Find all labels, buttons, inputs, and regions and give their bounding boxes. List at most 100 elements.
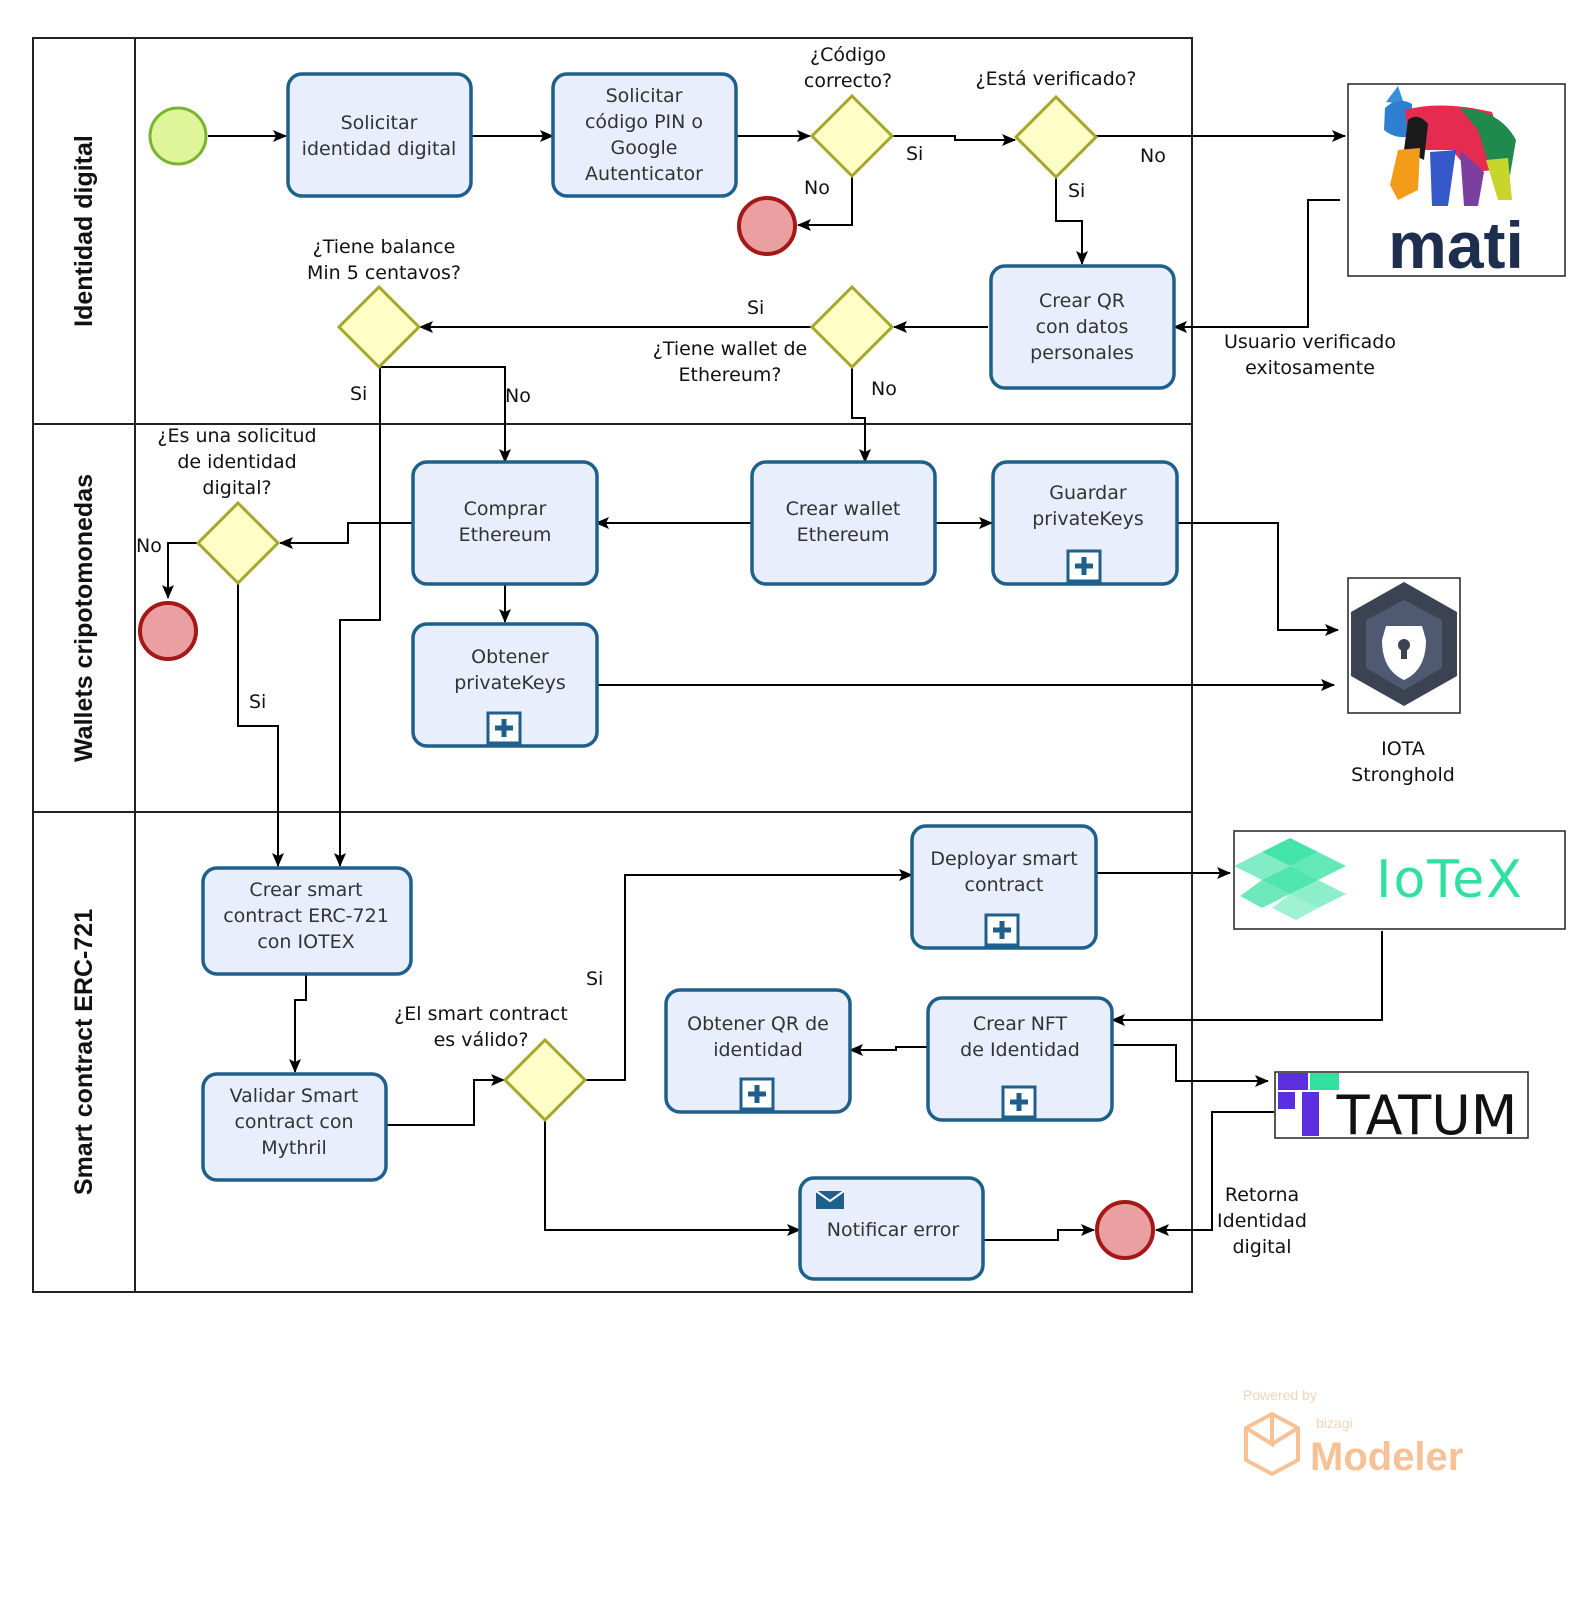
text-line: contract ERC-721: [223, 905, 389, 927]
flow: [1111, 931, 1383, 1026]
flow: [237, 583, 284, 867]
text-line: ¿Tiene balance: [313, 236, 456, 258]
text-line: Obtener: [471, 646, 549, 668]
task-solicitar-identidad[interactable]: [286, 72, 473, 198]
task-guardar-keys[interactable]: [991, 460, 1179, 586]
iotex-wordmark: IoTeX: [1376, 850, 1524, 910]
lane-wallets: Wallets cripotomonedas: [70, 474, 98, 762]
plus-icon: [739, 1077, 775, 1111]
lane-title-wallets: Wallets cripotomonedas: [70, 474, 98, 762]
text-line: Autenticator: [585, 163, 703, 185]
wolf-icon: [1384, 86, 1516, 206]
flow: [544, 1120, 801, 1236]
lane-title-identidad: Identidad digital: [70, 135, 98, 327]
task-crear-wallet[interactable]: [750, 460, 937, 586]
end-event-solicitud[interactable]: [138, 601, 198, 661]
subprocess-markers: [486, 549, 1102, 1119]
flow: [1055, 176, 1088, 265]
tatum-logo: TATUM: [1274, 1071, 1529, 1147]
flow: [162, 542, 198, 599]
task-crear-smart[interactable]: [201, 866, 413, 976]
text-line: digital?: [202, 477, 271, 499]
text-line: Ethereum: [459, 524, 552, 546]
text-line: Mythril: [261, 1137, 327, 1159]
text-line: privateKeys: [454, 672, 566, 694]
flow-label-si: Si: [1068, 180, 1085, 202]
end-event-codigo[interactable]: [737, 196, 797, 256]
flow-label-no: No: [804, 177, 830, 199]
text-line: Obtener QR de: [687, 1013, 829, 1035]
text-line: personales: [1030, 342, 1134, 364]
text-line: es válido?: [434, 1029, 529, 1051]
gateway-codigo-correcto[interactable]: [809, 93, 895, 179]
text-line: contract con: [234, 1111, 353, 1133]
text-line: ¿Está verificado?: [976, 68, 1137, 90]
text-line: Crear QR: [1039, 290, 1125, 312]
text-line: ¿Es una solicitud: [157, 425, 316, 447]
text-line: correcto?: [804, 70, 892, 92]
gateway-tiene-wallet[interactable]: [809, 284, 895, 370]
task-validar-smart[interactable]: [201, 1072, 388, 1182]
tasks: [201, 72, 1179, 1281]
task-notificar-error[interactable]: [798, 1176, 985, 1281]
plus-icon: [1066, 549, 1102, 583]
gateway-tiene-balance[interactable]: [336, 284, 422, 370]
text-line: Solicitar: [606, 85, 683, 107]
bizagi-watermark: Powered by bizagi Modeler: [1243, 1387, 1463, 1479]
flow: [289, 975, 307, 1073]
gateway-esta-verificado[interactable]: [1013, 94, 1099, 180]
text-line: ¿El smart contract: [394, 1003, 568, 1025]
tatum-mark-icon: [1278, 1073, 1339, 1136]
pool: [32, 37, 1193, 1293]
text-line: digital: [1232, 1236, 1291, 1258]
flow-label-no: No: [136, 535, 162, 557]
task-comprar-ethereum[interactable]: [411, 460, 599, 586]
task-deployar[interactable]: [910, 824, 1098, 950]
gateway-smart-valido[interactable]: [502, 1037, 588, 1123]
task-solicitar-codigo[interactable]: [551, 72, 738, 198]
flow-label-no: No: [1140, 145, 1166, 167]
mati-logo: mati: [1347, 83, 1566, 282]
lane-title-smart: Smart contract ERC-721: [70, 909, 98, 1195]
flow-label-si: Si: [586, 968, 603, 990]
task-crear-nft[interactable]: [926, 996, 1114, 1122]
gateway-es-solicitud[interactable]: [195, 500, 281, 586]
text-line: IOTA: [1381, 738, 1425, 760]
flow: [983, 1224, 1095, 1241]
text-line: Min 5 centavos?: [307, 262, 461, 284]
text-line: identidad: [713, 1039, 803, 1061]
text-line: Retorna: [1225, 1184, 1299, 1206]
watermark-brand: bizagi: [1316, 1415, 1353, 1431]
lane-smart: Smart contract ERC-721: [70, 909, 98, 1195]
flow: [279, 522, 412, 549]
end-event-final[interactable]: [1095, 1200, 1155, 1260]
lane-identidad: Identidad digital: [70, 135, 98, 327]
watermark-product: Modeler: [1310, 1435, 1463, 1479]
flow: [586, 869, 913, 1081]
text-line: de identidad: [177, 451, 296, 473]
flow-label-no: No: [505, 385, 531, 407]
flow: [1112, 1044, 1269, 1087]
flow: [797, 175, 853, 231]
task-label: Obtener QR de identidad: [687, 1013, 829, 1061]
task-crear-qr[interactable]: [989, 264, 1176, 390]
task-obtener-qr[interactable]: [664, 988, 852, 1114]
text-line: Validar Smart: [230, 1085, 359, 1107]
task-obtener-keys[interactable]: [411, 622, 599, 748]
gateway-label: ¿Es una solicitud de identidad digital?: [157, 425, 316, 499]
iotex-cube-icon: [1234, 838, 1346, 920]
start-event[interactable]: [148, 106, 208, 166]
task-label: Notificar error: [827, 1219, 960, 1241]
flow-label-si: Si: [350, 383, 367, 405]
text-line: Usuario verificado: [1224, 331, 1396, 353]
